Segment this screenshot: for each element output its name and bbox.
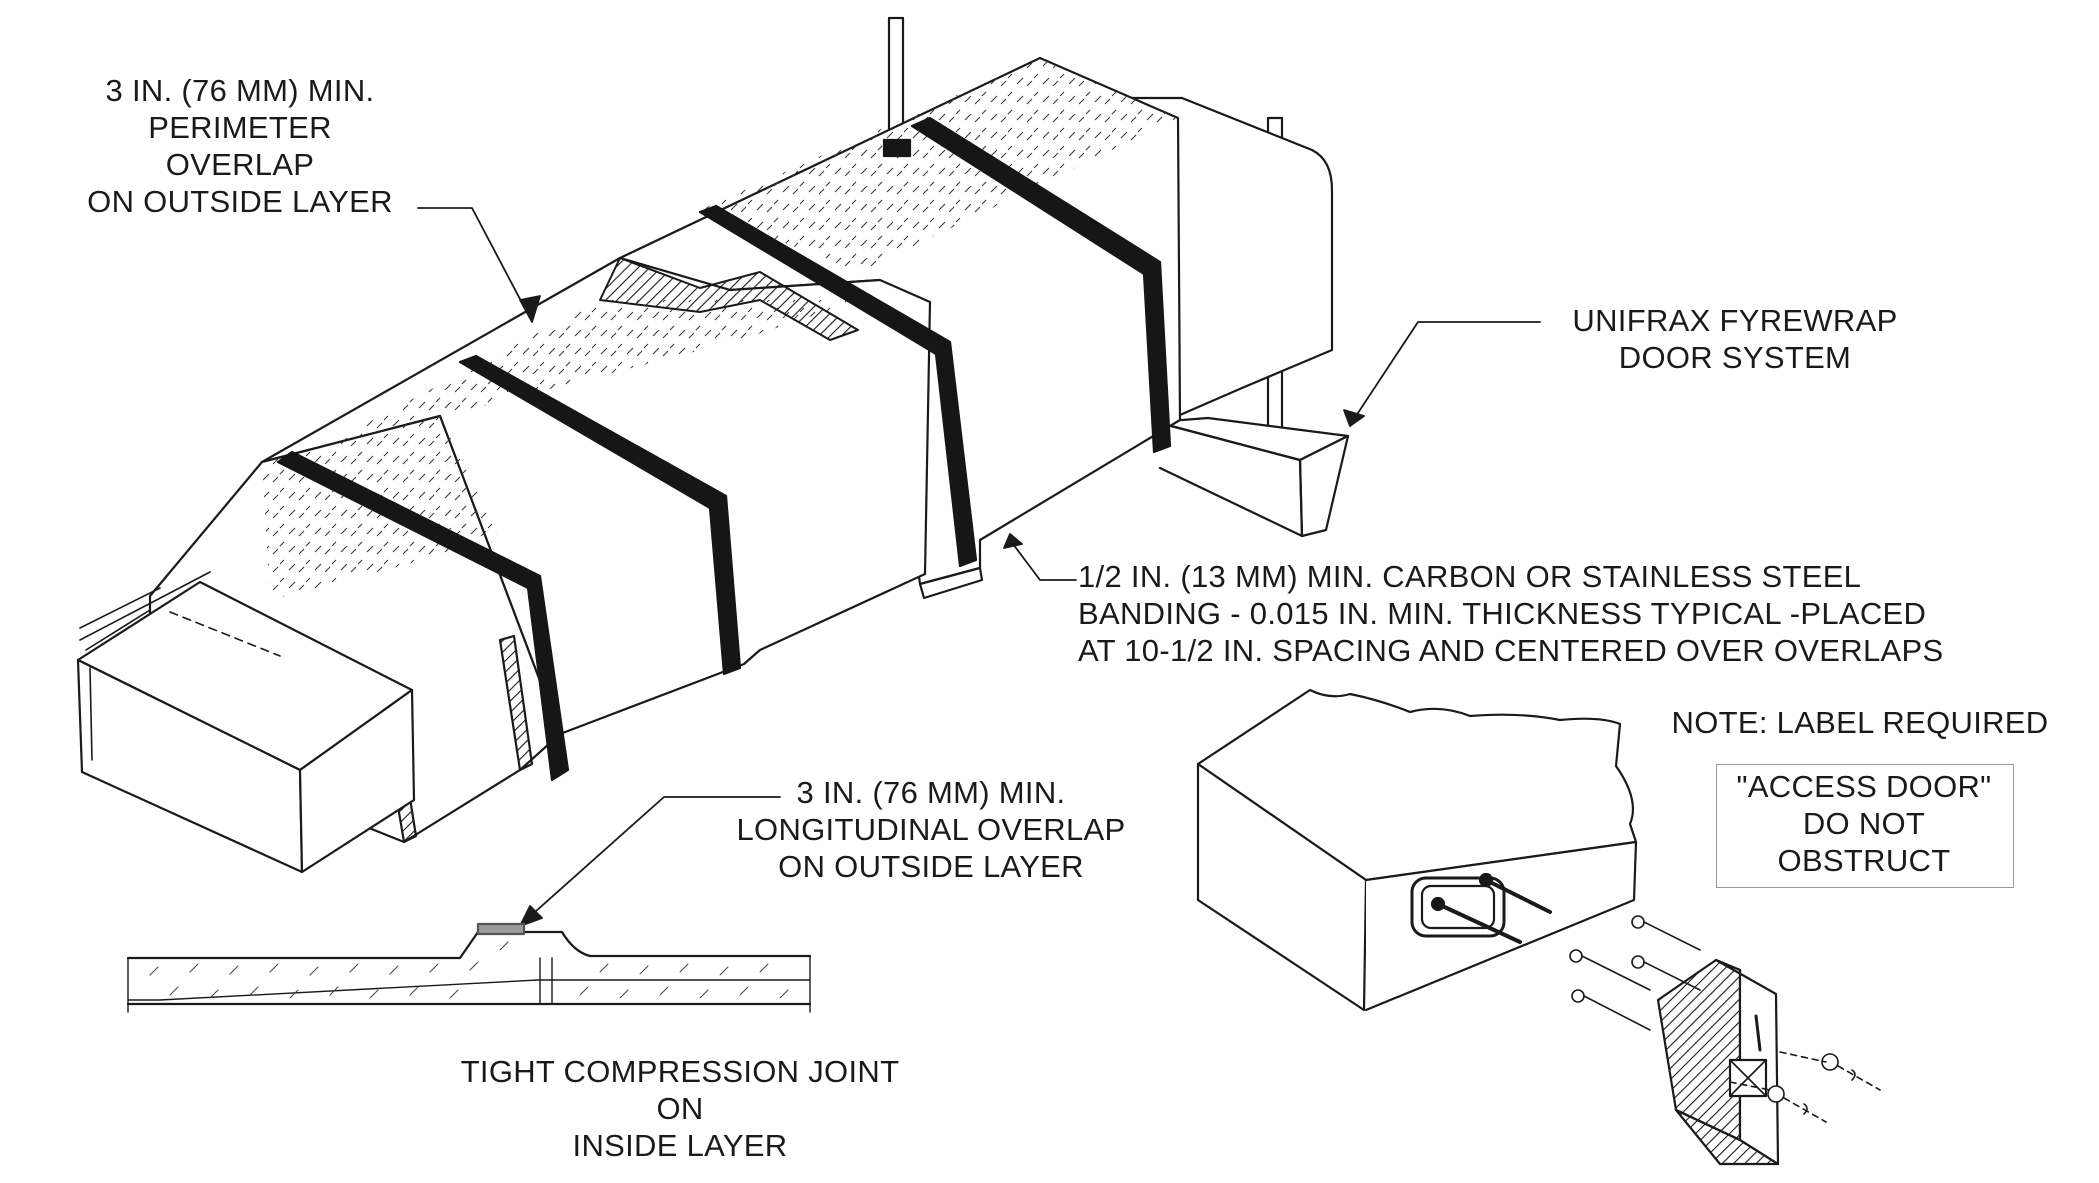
leader-door-system <box>1343 321 1541 427</box>
label-line: TIGHT COMPRESSION JOINT <box>460 1054 900 1089</box>
label-longitudinal-overlap: 3 IN. (76 MM) MIN. LONGITUDINAL OVERLAP … <box>706 774 1156 885</box>
leader-banding <box>1003 533 1077 581</box>
label-access-door: "ACCESS DOOR" DO NOT OBSTRUCT <box>1716 768 2012 879</box>
support-angle <box>1154 416 1350 538</box>
steel-band-2 <box>458 354 742 676</box>
label-line: ON OUTSIDE LAYER <box>87 184 393 219</box>
access-door-panel <box>1656 958 1780 1166</box>
label-line: ON OUTSIDE LAYER <box>778 849 1084 884</box>
hanger-rod-left <box>887 16 905 138</box>
label-line: AT 10-1/2 IN. SPACING AND CENTERED OVER … <box>1078 633 1944 668</box>
label-door-system: UNIFRAX FYREWRAP DOOR SYSTEM <box>1540 302 1930 376</box>
fastener-washers <box>1569 915 1881 1123</box>
compression-joint-detail <box>126 922 812 1013</box>
label-line: "ACCESS DOOR" <box>1736 769 1992 804</box>
label-line: ON <box>656 1091 704 1126</box>
label-line: INSIDE LAYER <box>572 1128 788 1163</box>
label-note: NOTE: LABEL REQUIRED <box>1671 705 2049 740</box>
bare-duct <box>76 571 416 874</box>
label-line: PERIMETER <box>148 110 332 145</box>
label-perimeter-overlap: 3 IN. (76 MM) MIN. PERIMETER OVERLAP ON … <box>40 72 440 220</box>
leader-perimeter <box>417 207 541 323</box>
access-door-assembly <box>1196 688 1638 1012</box>
label-compression-joint: TIGHT COMPRESSION JOINT ON INSIDE LAYER <box>420 1053 940 1164</box>
label-line: 1/2 IN. (13 MM) MIN. CARBON OR STAINLESS… <box>1078 559 1862 594</box>
access-label-box <box>1716 764 2014 888</box>
label-line: BANDING - 0.015 IN. MIN. THICKNESS TYPIC… <box>1078 596 1927 631</box>
label-line: OBSTRUCT <box>1777 843 1951 878</box>
label-line: DO NOT <box>1802 806 1926 841</box>
label-line: LONGITUDINAL OVERLAP <box>736 812 1126 847</box>
label-line: OVERLAP <box>165 147 315 182</box>
label-line: DOOR SYSTEM <box>1618 340 1852 375</box>
steel-band-1 <box>276 450 570 782</box>
label-line: UNIFRAX FYREWRAP <box>1572 303 1898 338</box>
steel-band-4 <box>882 116 1172 454</box>
label-banding: 1/2 IN. (13 MM) MIN. CARBON OR STAINLESS… <box>1078 558 1943 669</box>
leader-longitudinal <box>519 796 781 927</box>
steel-band-3 <box>698 204 978 568</box>
label-line: 3 IN. (76 MM) MIN. <box>796 775 1066 810</box>
label-line: 3 IN. (76 MM) MIN. <box>105 73 375 108</box>
